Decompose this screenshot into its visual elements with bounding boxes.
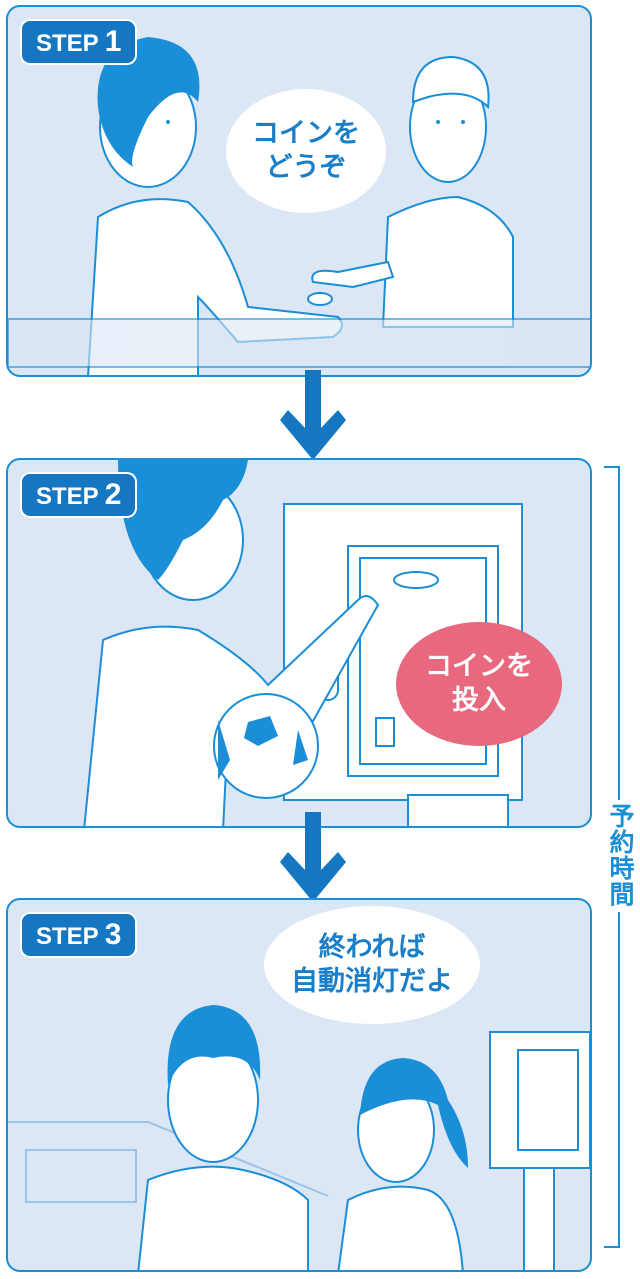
arrow-down-icon xyxy=(280,812,346,902)
reservation-time-label: 予約時間 xyxy=(606,800,638,912)
speech-bubble-2: コインを投入 xyxy=(396,622,562,746)
step-1-illustration xyxy=(8,37,590,375)
speech-bubble-3: 終われば自動消灯だよ xyxy=(264,906,480,1024)
step-2-illustration xyxy=(83,460,523,826)
step-3-illustration xyxy=(8,1005,590,1270)
arrow-down-icon xyxy=(280,370,346,460)
speech-bubble-1: コインをどうぞ xyxy=(226,89,386,213)
